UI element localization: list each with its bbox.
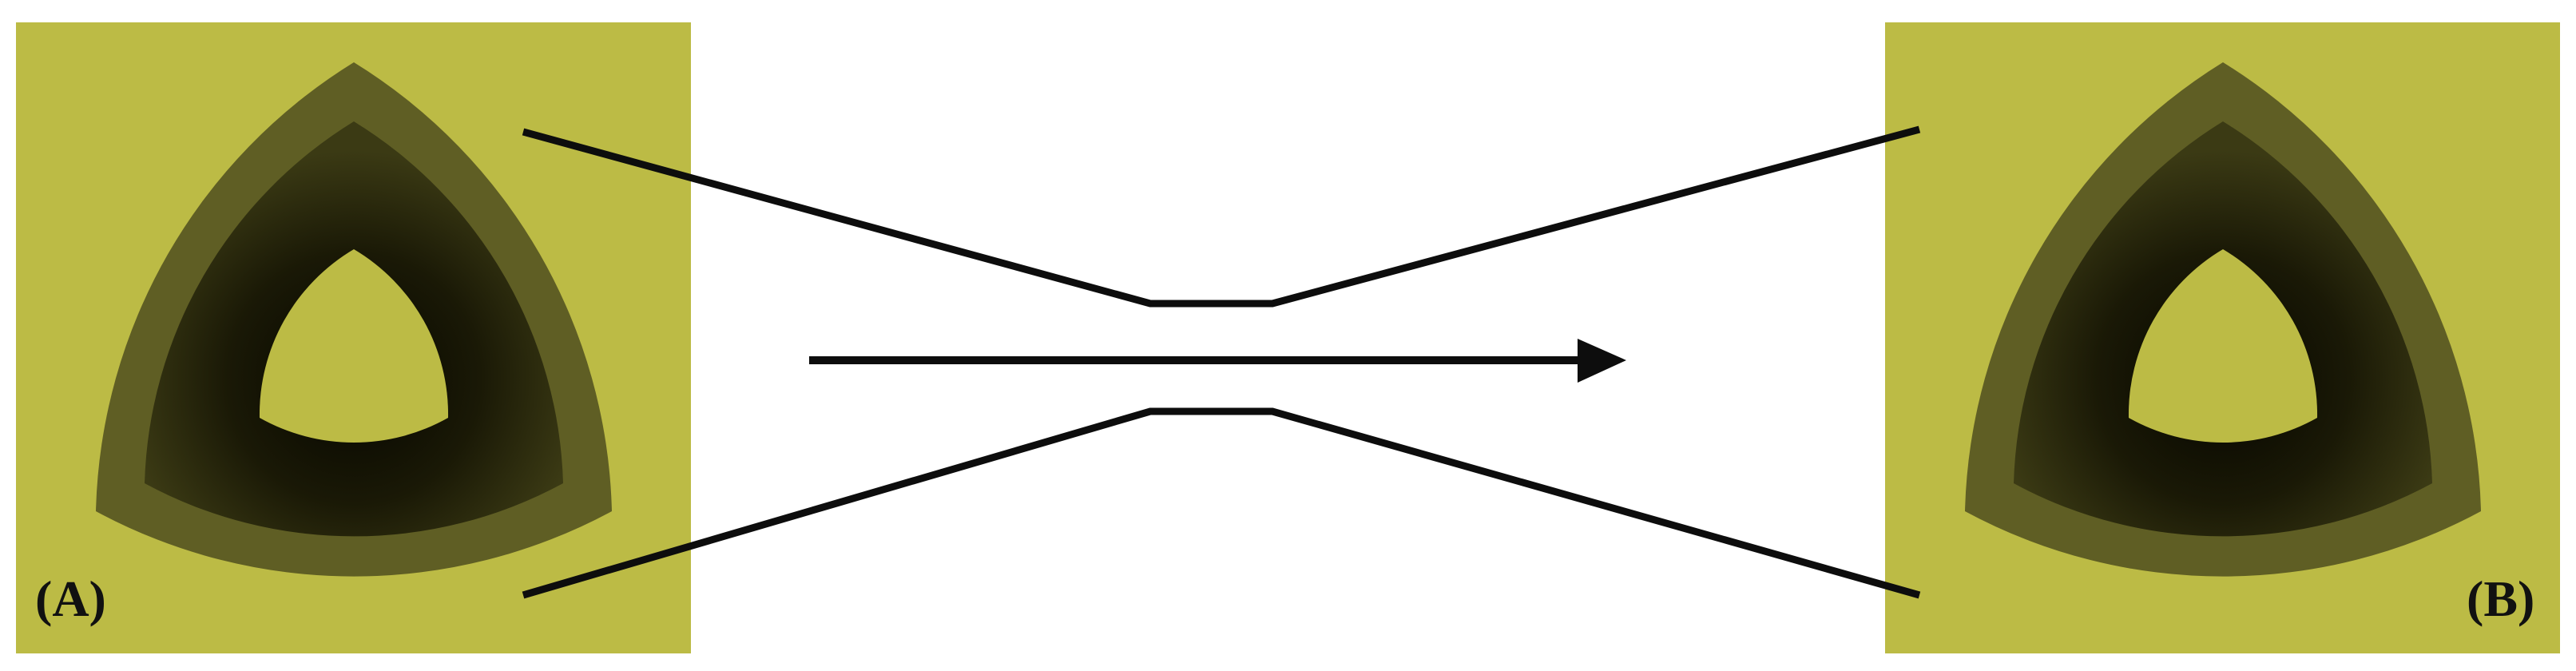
- panel-b: [1885, 22, 2560, 653]
- arrow-head: [1578, 339, 1626, 383]
- arrow-right-icon: [809, 339, 1626, 383]
- inner-hole: [259, 249, 449, 443]
- panel-a: [16, 22, 691, 653]
- channel-upper-line: [522, 125, 1921, 308]
- panel-a-label: (A): [35, 570, 106, 627]
- panel-b-shell: [1965, 62, 2481, 577]
- panel-a-shell: [96, 62, 612, 577]
- channel-lower-line: [522, 407, 1921, 599]
- channel: [522, 125, 1921, 599]
- panel-b-label: (B): [2467, 570, 2535, 627]
- inner-hole: [2128, 249, 2318, 443]
